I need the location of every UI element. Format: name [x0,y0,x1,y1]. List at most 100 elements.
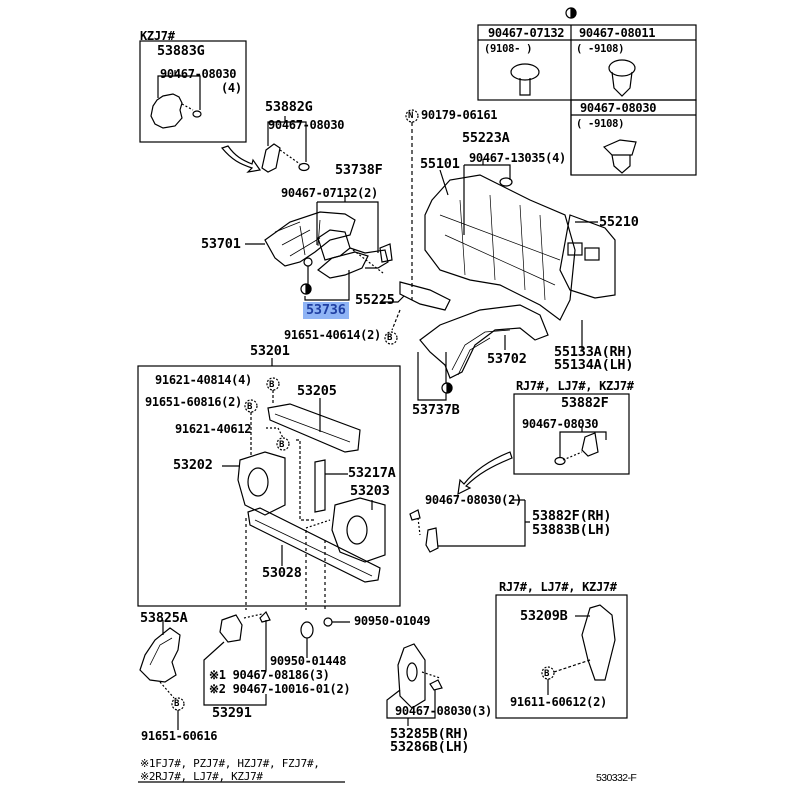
part-label-53882G[interactable]: 53882G [265,99,313,115]
kzj7-box-title: KZJ7# [140,29,175,43]
part-53202-shape [237,451,286,516]
detail-lines [274,413,351,443]
bracket-53882F-shape [581,432,599,457]
leader-dashed [279,149,301,165]
detail-ellipse [406,662,418,682]
bracket-53883G-shape [150,93,183,129]
quantity-label: (4) [221,81,242,95]
clip-icon [409,509,421,521]
part-label-90467-08030-2[interactable]: 90467-08030(2) [425,493,522,507]
part-label-55210[interactable]: 55210 [599,214,639,230]
detail-rect [584,247,600,261]
detail-ellipse [346,515,368,545]
part-53825A-shape [139,627,181,683]
part-label-55223A[interactable]: 55223A [462,130,510,146]
part-label-53883G[interactable]: 53883G [157,43,205,59]
part-label-53286B-lh[interactable]: 53286B(LH) [390,739,470,755]
part-label-90950-01448[interactable]: 90950-01448 [270,654,347,668]
part-label-90950-01049[interactable]: 90950-01049 [354,614,431,628]
leader-bracket [417,352,447,401]
part-label-53702[interactable]: 53702 [487,351,527,367]
part-label-55133A-rh[interactable]: 55133A(RH) [554,344,634,360]
part-label-53201[interactable]: 53201 [250,343,290,359]
part-label-53825A[interactable]: 53825A [140,610,188,626]
leader-bracket [304,270,350,301]
part-label-90467-08030-3[interactable]: 90467-08030(3) [395,704,492,718]
part-label-55225[interactable]: 55225 [355,292,395,308]
b-marker-letter: B [544,669,550,679]
b-marker-letter: B [279,440,285,450]
part-label-91611-60612[interactable]: 91611-60612(2) [510,695,607,709]
detail-lines [439,194,561,301]
part-label-91651-40614[interactable]: 91651-40614(2) [284,328,381,342]
part-label-53209B[interactable]: 53209B [520,608,568,624]
part-label-90467-13035[interactable]: 90467-13035(4) [469,151,566,165]
part-label-53205[interactable]: 53205 [297,383,337,399]
part-55210-shape [559,214,616,299]
part-53736-shape [317,251,369,279]
part-53205-shape [267,403,361,453]
clip-table-range-3: ( -9108) [576,118,625,130]
n-marker-letter: N [408,111,414,121]
half-circle-fill [305,283,312,295]
part-label-91651-60616[interactable]: 91651-60616 [141,729,218,743]
part-label-91621-40612[interactable]: 91621-40612 [175,422,252,436]
part-label-53203[interactable]: 53203 [350,483,390,499]
part-label-53701[interactable]: 53701 [201,236,241,252]
kzj7-box-frame [139,40,247,143]
clip-icon [429,679,443,691]
part-label-90467-08030[interactable]: 90467-08030 [160,67,237,81]
b-marker-letter: B [387,333,393,343]
leader-dashed [266,427,284,439]
part-label-90467-08030[interactable]: 90467-08030 [522,417,599,431]
bolt-icon [303,257,313,267]
leader-dashed [305,519,331,529]
arrow-icon [220,145,262,173]
part-label-53217A[interactable]: 53217A [348,465,396,481]
part-label-53291[interactable]: 53291 [212,705,252,721]
clip-table-part-1[interactable]: 90467-07132 [488,26,565,40]
core-support-box-frame [137,365,401,607]
part-55225-shape [399,281,451,311]
half-circle-fill [446,382,453,394]
part-label-53883B-lh[interactable]: 53883B(LH) [532,522,612,538]
leader-dashed [553,659,591,673]
detail-lines [149,637,173,666]
part-label-53738F[interactable]: 53738F [335,162,383,178]
part-label-90179-06161[interactable]: 90179-06161 [421,108,498,122]
part-label-53736-highlighted[interactable]: 53736 [303,302,349,319]
detail-ellipse [247,467,269,497]
part-label-53882F-rh[interactable]: 53882F(RH) [532,508,612,524]
clip-table-part-3[interactable]: 90467-08030 [580,101,657,115]
part-label-90467-10016-01[interactable]: ※2 90467-10016-01(2) [209,682,351,696]
part-label-91651-60816[interactable]: 91651-60816(2) [145,395,242,409]
part-label-55134A-lh[interactable]: 55134A(LH) [554,357,634,373]
part-53217A-shape [314,459,326,513]
grommet-icon [300,621,314,639]
part-label-53882F[interactable]: 53882F [561,395,609,411]
part-label-90467-07132[interactable]: 90467-07132(2) [281,186,378,200]
part-label-53285B-rh[interactable]: 53285B(RH) [390,726,470,742]
clip-table-part-2[interactable]: 90467-08011 [579,26,656,40]
leader-bracket [559,426,607,458]
part-label-91621-40814[interactable]: 91621-40814(4) [155,373,252,387]
part-label-53028[interactable]: 53028 [262,565,302,581]
clip-icon [608,59,636,77]
b-marker-letter: B [247,402,253,412]
part-53702-shape [419,304,549,379]
part-label-53737B[interactable]: 53737B [412,402,460,418]
part-label-53202[interactable]: 53202 [173,457,213,473]
leader-bracket [463,159,511,235]
part-label-55101[interactable]: 55101 [420,156,460,172]
half-circle-fill [570,7,577,19]
part-label-90467-08030[interactable]: 90467-08030 [268,118,345,132]
part-53028-shape [247,507,381,583]
leader-line [380,295,405,303]
legend-note-2: ※2RJ7#, LJ7#, KZJ7# [140,770,263,783]
leader-dashed [562,451,583,461]
part-label-90467-08186[interactable]: ※1 90467-08186(3) [209,668,330,682]
leader-bracket [203,620,267,706]
rivet-stem [519,78,531,96]
plug-icon [323,617,333,627]
